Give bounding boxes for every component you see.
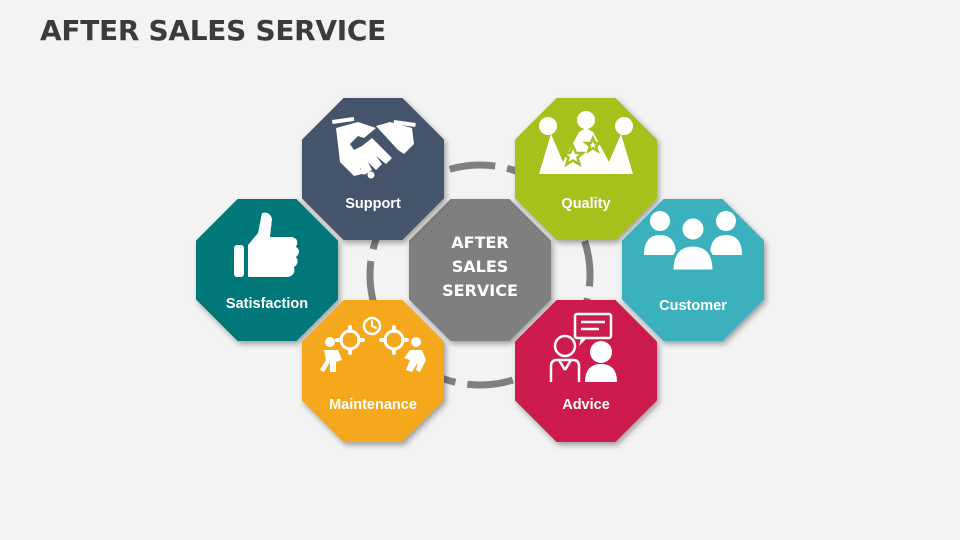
center-node: AFTER SALES SERVICE [409, 199, 551, 341]
advice-label: Advice [562, 397, 610, 413]
quality-label: Quality [561, 196, 611, 212]
center-line-3: SERVICE [442, 281, 518, 300]
quality-octagon: Quality [515, 98, 657, 240]
support-octagon: Support [302, 98, 444, 240]
node-satisfaction: Satisfaction [196, 199, 338, 341]
node-customer: Customer [622, 199, 764, 341]
satisfaction-octagon: Satisfaction [196, 199, 338, 341]
crown-icon [539, 111, 633, 174]
maintenance-label: Maintenance [329, 397, 417, 413]
node-support: Support [302, 98, 444, 240]
consultation-icon [549, 312, 617, 382]
gears-team-icon [320, 316, 426, 372]
center-octagon: AFTER SALES SERVICE [409, 199, 551, 341]
people-group-icon [644, 211, 742, 273]
center-line-1: AFTER [451, 233, 509, 252]
node-maintenance: Maintenance [302, 300, 444, 442]
page-title: AFTER SALES SERVICE [40, 14, 386, 47]
center-label: AFTER SALES SERVICE [409, 231, 551, 303]
center-line-2: SALES [451, 257, 509, 276]
customer-label: Customer [659, 298, 727, 314]
advice-octagon: Advice [515, 300, 657, 442]
satisfaction-label: Satisfaction [225, 296, 309, 312]
customer-octagon: Customer [622, 199, 764, 341]
support-label: Support [345, 196, 401, 212]
handshake-icon [332, 116, 416, 179]
node-quality: Quality [515, 98, 657, 240]
maintenance-octagon: Maintenance [302, 300, 444, 442]
thumbs-up-icon [234, 212, 299, 277]
connector-ring [366, 161, 594, 389]
node-advice: Advice [515, 300, 657, 442]
